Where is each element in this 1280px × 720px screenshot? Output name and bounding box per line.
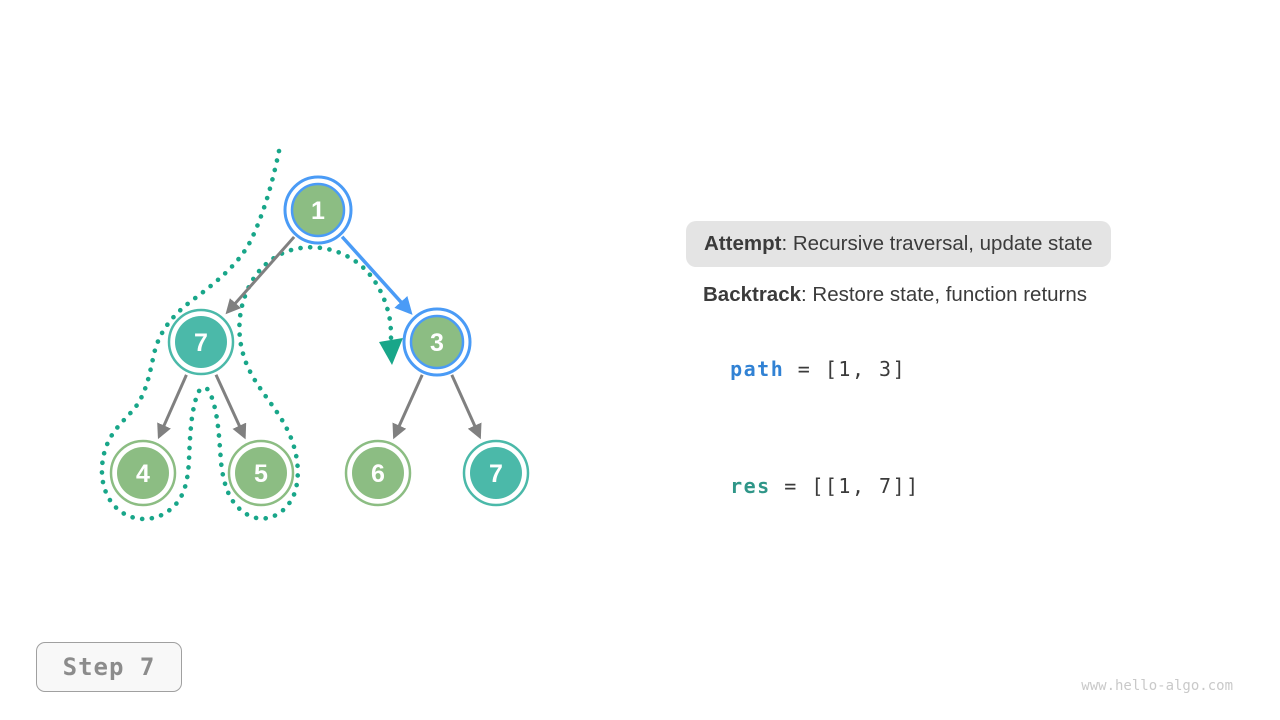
- path-variable: path: [730, 357, 785, 381]
- tree-node-4: 4: [109, 439, 177, 507]
- step-indicator: Step 7: [36, 642, 182, 692]
- node-circle: [409, 314, 465, 370]
- tree-edge-n1-n7l: [225, 235, 296, 315]
- tree-node-3: 3: [402, 307, 472, 377]
- tree-node-7: 7: [462, 439, 530, 507]
- node-circle: [352, 447, 404, 499]
- node-value: 7: [489, 460, 503, 488]
- node-value: 6: [371, 460, 385, 488]
- node-circle: [117, 447, 169, 499]
- trail-arrowhead-icon: [379, 338, 403, 365]
- backtrack-label: Backtrack: [703, 283, 802, 306]
- node-value: 3: [430, 329, 444, 357]
- binary-tree-diagram: 1 7 3 4 5 6 7: [99, 148, 530, 522]
- path-value: = [1, 3]: [784, 357, 907, 381]
- backtrack-line: Backtrack: Restore state, function retur…: [703, 283, 1087, 307]
- node-circle: [235, 447, 287, 499]
- tree-node-1: 1: [283, 175, 353, 245]
- step-label: Step 7: [62, 653, 156, 681]
- attempt-text: : Recursive traversal, update state: [781, 232, 1093, 255]
- node-circle: [175, 316, 227, 368]
- res-variable: res: [730, 474, 771, 498]
- node-value: 1: [311, 197, 325, 225]
- res-value: = [[1, 7]]: [770, 474, 920, 498]
- path-state-line: path = [1, 3]: [703, 333, 906, 381]
- node-value: 5: [254, 460, 268, 488]
- tree-edge-n3-n6: [392, 374, 424, 440]
- node-circle: [290, 182, 346, 238]
- tree-node-5: 5: [227, 439, 295, 507]
- res-state-line: res = [[1, 7]]: [703, 450, 920, 498]
- node-value: 7: [194, 329, 208, 357]
- tree-edge-n7l-n4: [157, 374, 188, 440]
- tree-edge-n1-n3: [340, 235, 413, 315]
- watermark-url: www.hello-algo.com: [1081, 678, 1233, 694]
- tree-node-7: 7: [167, 308, 235, 376]
- tree-edge-n3-n7r: [450, 374, 482, 440]
- attempt-badge: Attempt: Recursive traversal, update sta…: [686, 221, 1111, 267]
- tree-node-6: 6: [344, 439, 412, 507]
- tree-edge-n7l-n5: [214, 374, 247, 440]
- node-circle: [470, 447, 522, 499]
- attempt-label: Attempt: [704, 232, 782, 255]
- node-value: 4: [136, 460, 150, 488]
- backtrack-text: : Restore state, function returns: [801, 283, 1088, 306]
